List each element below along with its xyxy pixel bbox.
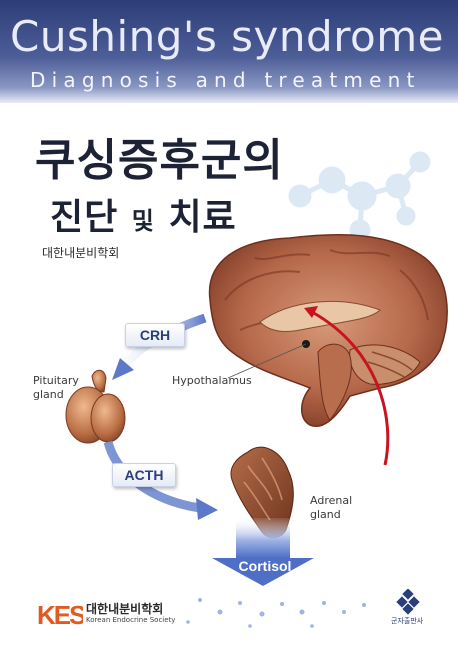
publisher-logo xyxy=(396,589,420,615)
adrenal-gland-illustration xyxy=(230,446,294,539)
korean-title-line1: 쿠싱증후군의 xyxy=(35,135,284,186)
author-society-ko: 대한내분비학회 xyxy=(42,246,120,260)
korean-title-word-diagnosis: 진단 xyxy=(50,197,119,238)
english-subtitle: Diagnosis and treatment xyxy=(30,68,421,92)
korean-title-word-treatment: 치료 xyxy=(168,197,237,238)
red-arrowhead xyxy=(304,306,318,318)
red-feedback-arrow xyxy=(311,310,390,466)
kes-logo: KES xyxy=(37,600,83,630)
pituitary-gland-illustration xyxy=(65,369,126,444)
society-name-ko: 대한내분비학회 xyxy=(86,602,164,616)
cover-header-band: Cushing's syndrome Diagnosis and treatme… xyxy=(0,0,458,103)
pituitary-label: Pituitary gland xyxy=(33,374,79,401)
publisher-name: 군자출판사 xyxy=(391,617,424,625)
cortisol-dots xyxy=(186,598,366,628)
cortisol-label: Cortisol xyxy=(238,558,292,574)
english-title: Cushing's syndrome xyxy=(10,12,444,61)
acth-label: ACTH xyxy=(112,463,176,487)
crh-label: CRH xyxy=(125,323,185,347)
brain-illustration xyxy=(208,233,448,427)
adrenal-label: Adrenal gland xyxy=(310,494,353,521)
acth-arrow xyxy=(103,440,201,513)
crh-arrowhead xyxy=(112,358,134,380)
korean-title-line2: 진단 및 치료 xyxy=(50,188,237,240)
molecule-decoration xyxy=(288,151,431,241)
cortisol-arrowhead xyxy=(212,558,314,586)
acth-arrowhead xyxy=(196,498,218,520)
korean-title-conjunction: 및 xyxy=(131,207,155,235)
svg-text:KES: KES xyxy=(37,600,83,630)
society-name-en: Korean Endocrine Society xyxy=(86,616,176,624)
cortisol-column xyxy=(236,518,290,558)
hypothalamus-label: Hypothalamus xyxy=(172,374,252,387)
